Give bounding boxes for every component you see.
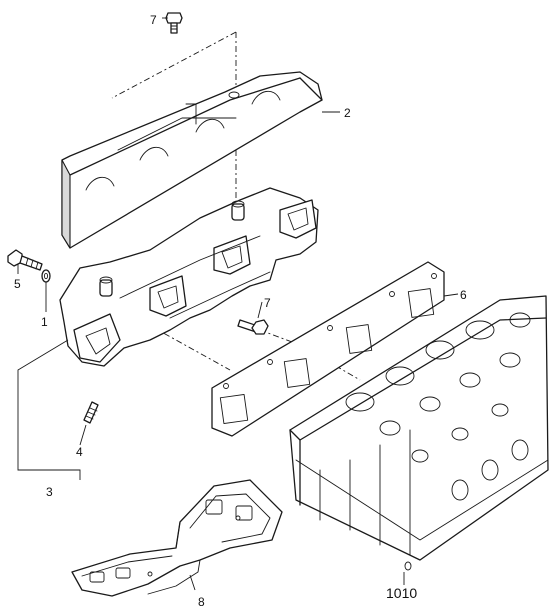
stud [83,401,99,424]
bolt-left [7,249,43,271]
bolt-lower [237,319,269,335]
callout-3: 3 [46,485,53,499]
cover-plate [71,479,283,597]
callout-2: 2 [344,106,351,120]
heat-shield [61,71,323,249]
callout-6: 6 [460,288,467,302]
manifold-gasket [211,261,445,437]
callout-7-top: 7 [150,13,157,27]
callout-8: 8 [198,595,205,609]
callout-4: 4 [76,445,83,459]
washer [41,269,51,283]
callout-1: 1 [41,315,48,329]
exhaust-manifold [59,187,319,367]
callout-1010: 1010 [386,585,417,601]
callout-labels: 7 2 6 7 5 1 4 3 8 1010 [14,13,467,609]
callout-5: 5 [14,277,21,291]
cylinder-head [289,295,549,571]
callout-7-lower: 7 [264,296,271,310]
bolt-top [165,12,183,34]
leader-lines [17,17,459,591]
